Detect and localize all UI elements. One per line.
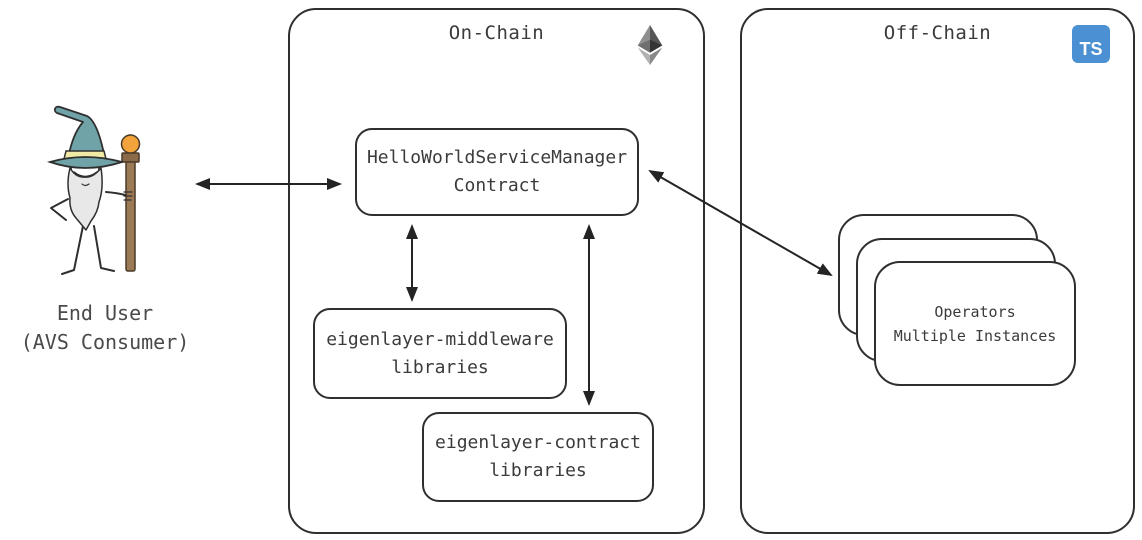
operators-line2: Multiple Instances: [893, 326, 1057, 345]
wizard-hat-brim: [46, 156, 126, 169]
service-manager-line2: Contract: [453, 175, 541, 196]
operators-box: Operators Multiple Instances: [874, 261, 1076, 386]
service-manager-contract-box: HelloWorldServiceManager Contract: [355, 128, 639, 216]
onchain-title: On-Chain: [448, 22, 545, 44]
contract-libs-line1: eigenlayer-contract: [435, 432, 641, 454]
contract-libs-line2: libraries: [489, 460, 587, 481]
end-user-wizard-illustration: [38, 104, 153, 288]
wizard-staff-cap: [121, 152, 140, 163]
middleware-line1: eigenlayer-middleware: [326, 328, 554, 350]
offchain-title: Off-Chain: [883, 22, 992, 44]
end-user-label-line2: (AVS Consumer): [20, 330, 190, 354]
wizard-hat-cone: [53, 105, 106, 160]
service-manager-line1: HelloWorldServiceManager: [366, 147, 628, 169]
typescript-icon-label: TS: [1079, 39, 1103, 59]
ethereum-icon: [637, 25, 663, 65]
wizard-beard: [67, 167, 103, 231]
typescript-icon: TS: [1072, 25, 1110, 63]
end-user-label-line1: End User: [56, 301, 154, 325]
operators-line1: Operators: [934, 302, 1016, 321]
wizard-staff: [125, 160, 136, 272]
eigenlayer-contract-box: eigenlayer-contract libraries: [422, 412, 654, 502]
middleware-line2: libraries: [391, 356, 489, 378]
wizard-staff-orb: [120, 134, 141, 154]
end-user-label: End User (AVS Consumer): [1, 299, 209, 357]
eigenlayer-middleware-box: eigenlayer-middleware libraries: [313, 308, 567, 399]
